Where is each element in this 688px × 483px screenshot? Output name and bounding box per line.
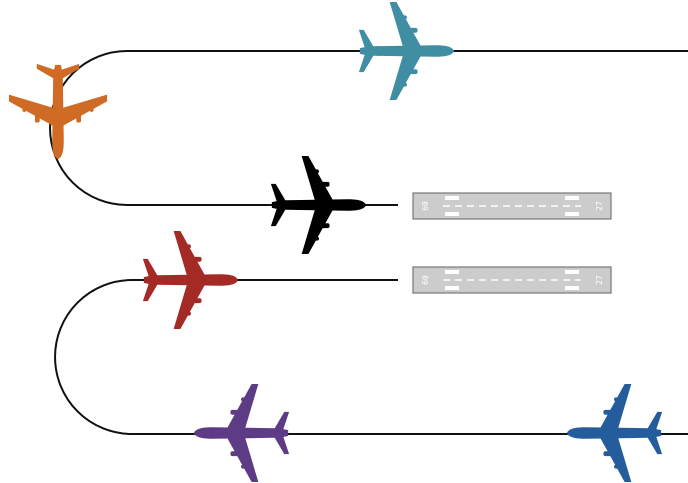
touchdown-marker xyxy=(565,196,579,200)
airplane-icon-red xyxy=(142,230,239,330)
runway-designator-right: 27 xyxy=(595,275,604,285)
runway-upper: 09 27 xyxy=(412,192,612,220)
runway-lower: 09 27 xyxy=(412,266,612,294)
touchdown-marker xyxy=(565,270,579,274)
touchdown-marker xyxy=(445,286,459,290)
runway-designator-left: 09 xyxy=(420,201,429,211)
lower-circuit-track xyxy=(54,279,688,435)
runway-surface xyxy=(412,192,612,220)
aircraft-layer xyxy=(8,1,663,483)
runway-designator-left: 09 xyxy=(420,275,429,285)
airplane-icon-black xyxy=(270,155,367,255)
touchdown-marker xyxy=(445,212,459,216)
touchdown-marker xyxy=(565,212,579,216)
airplane-icon-teal xyxy=(358,1,455,101)
airplane-icon-blue xyxy=(566,383,663,483)
touchdown-marker xyxy=(445,270,459,274)
runway-surface xyxy=(412,266,612,294)
touchdown-marker xyxy=(445,196,459,200)
upper-circuit-track xyxy=(49,50,688,206)
runway-designator-right: 27 xyxy=(595,201,604,211)
touchdown-marker xyxy=(565,286,579,290)
airplane-icon-purple xyxy=(193,383,290,483)
flight-tracks xyxy=(49,50,688,435)
airplane-icon-orange xyxy=(8,63,108,160)
